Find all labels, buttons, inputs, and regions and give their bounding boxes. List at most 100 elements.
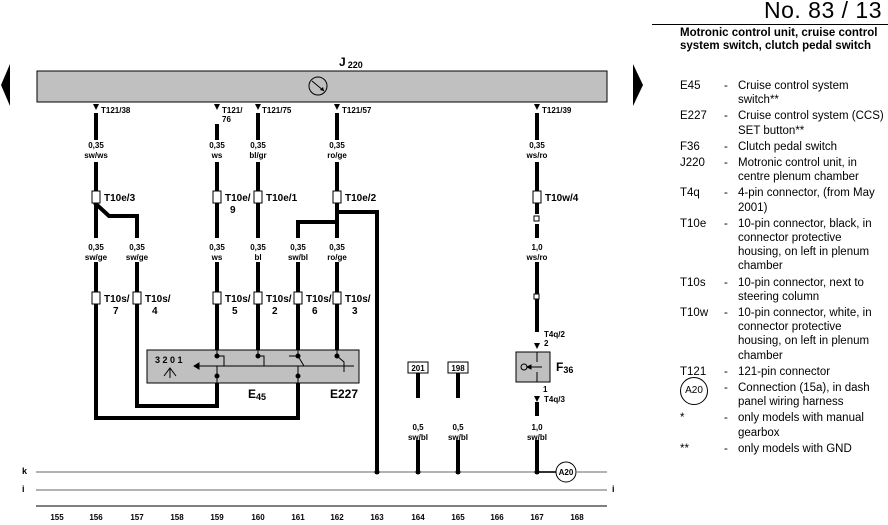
svg-text:163: 163 bbox=[370, 513, 384, 522]
legend-entry: T121-121-pin connector bbox=[680, 365, 831, 378]
t10e-connectors bbox=[91, 190, 542, 222]
component-f36-label: F36 bbox=[556, 360, 573, 375]
connection-a20-circle bbox=[555, 461, 577, 483]
legend-entry: F36-Clutch pedal switch bbox=[680, 140, 838, 153]
svg-text:161: 161 bbox=[291, 513, 305, 522]
previous-page-arrow[interactable] bbox=[1, 64, 10, 106]
legend-panel: No. 83 / 13 Motronic control unit, cruis… bbox=[652, 0, 888, 525]
legend-title: Motronic control unit, cruise control sy… bbox=[680, 27, 878, 53]
svg-text:ws: ws bbox=[211, 151, 223, 160]
svg-text:0,35: 0,35 bbox=[250, 141, 266, 150]
svg-text:T10s/: T10s/ bbox=[145, 294, 171, 305]
t121-pins: T121/38 T121/ 76 T121/75 T121/57 T121/39 bbox=[93, 104, 572, 124]
svg-text:sw/ge: sw/ge bbox=[85, 253, 108, 262]
svg-text:T10s/: T10s/ bbox=[104, 294, 130, 305]
t4q-2-arrow bbox=[534, 343, 540, 349]
svg-text:T121/: T121/ bbox=[222, 106, 243, 115]
t10s-connectors bbox=[91, 291, 540, 305]
legend-entry: T10s-10-pin connector, next to steering … bbox=[680, 276, 864, 303]
reference-box-198[interactable] bbox=[447, 361, 469, 374]
svg-text:165: 165 bbox=[451, 513, 465, 522]
svg-text:0,35: 0,35 bbox=[209, 243, 225, 252]
wires bbox=[93, 113, 539, 474]
svg-text:T121/75: T121/75 bbox=[262, 106, 292, 115]
svg-text:sw/ws: sw/ws bbox=[84, 151, 108, 160]
legend-entries: E45-Cruise control system switch** E227-… bbox=[680, 79, 886, 458]
svg-text:ws: ws bbox=[211, 253, 223, 262]
svg-text:3: 3 bbox=[352, 306, 358, 317]
legend-entry: A20-Connection (15a), in dash panel wiri… bbox=[680, 377, 886, 409]
svg-text:157: 157 bbox=[130, 513, 144, 522]
svg-text:bl: bl bbox=[254, 253, 261, 262]
legend-entry: T4q-4-pin connector, (from May 2001) bbox=[680, 187, 875, 214]
svg-text:2: 2 bbox=[544, 339, 549, 348]
svg-text:ws/ro: ws/ro bbox=[526, 253, 548, 262]
control-unit-symbol-icon bbox=[308, 76, 328, 96]
svg-text:1: 1 bbox=[543, 385, 548, 394]
track-numbers: 155 156 157 158 159 160 161 162 163 164 … bbox=[50, 513, 584, 522]
svg-text:T10s/: T10s/ bbox=[225, 294, 251, 305]
legend-entry: **-only models with GND bbox=[680, 442, 852, 455]
svg-text:2: 2 bbox=[272, 306, 278, 317]
svg-text:162: 162 bbox=[330, 513, 344, 522]
legend-entry: E227-Cruise control system (CCS) SET but… bbox=[680, 110, 884, 137]
svg-text:ro/ge: ro/ge bbox=[327, 253, 347, 262]
legend-entry: E45-Cruise control system switch** bbox=[680, 80, 849, 107]
svg-text:158: 158 bbox=[170, 513, 184, 522]
svg-text:sw/bl: sw/bl bbox=[448, 433, 468, 442]
svg-text:167: 167 bbox=[530, 513, 544, 522]
svg-text:sw/bl: sw/bl bbox=[288, 253, 308, 262]
svg-text:bl/gr: bl/gr bbox=[249, 151, 266, 160]
control-unit-j220-box bbox=[36, 70, 608, 103]
svg-text:T10s/: T10s/ bbox=[266, 294, 292, 305]
component-e227-label: E227 bbox=[330, 387, 358, 401]
svg-text:T121/38: T121/38 bbox=[101, 106, 131, 115]
svg-text:0,35: 0,35 bbox=[250, 243, 266, 252]
bus-k-label: k bbox=[22, 466, 28, 476]
legend-entry: T10w-10-pin connector, white, in connect… bbox=[680, 307, 872, 362]
reference-201-text: 201 bbox=[411, 364, 425, 373]
t4q-labels: T4q/2 2 1 T4q/3 bbox=[543, 330, 565, 404]
svg-text:T10e/3: T10e/3 bbox=[104, 193, 136, 204]
switch-position-numbers: 3 2 0 1 bbox=[155, 355, 183, 365]
svg-text:76: 76 bbox=[222, 115, 231, 124]
svg-text:T4q/3: T4q/3 bbox=[544, 395, 565, 404]
svg-text:ro/ge: ro/ge bbox=[327, 151, 347, 160]
svg-text:T10s/: T10s/ bbox=[345, 294, 371, 305]
svg-text:T10e/2: T10e/2 bbox=[345, 193, 377, 204]
svg-text:159: 159 bbox=[210, 513, 224, 522]
next-page-arrow[interactable] bbox=[633, 64, 643, 106]
svg-text:T121/39: T121/39 bbox=[542, 106, 572, 115]
svg-text:T4q/2: T4q/2 bbox=[544, 330, 565, 339]
svg-text:T10s/: T10s/ bbox=[306, 294, 332, 305]
svg-text:1,0: 1,0 bbox=[531, 243, 543, 252]
svg-text:sw/bl: sw/bl bbox=[527, 433, 547, 442]
legend-entry: T10e-10-pin connector, black, in connect… bbox=[680, 217, 872, 273]
svg-text:155: 155 bbox=[50, 513, 64, 522]
svg-text:164: 164 bbox=[411, 513, 425, 522]
svg-text:0,35: 0,35 bbox=[209, 141, 225, 150]
svg-text:156: 156 bbox=[89, 513, 103, 522]
reference-box-201[interactable] bbox=[407, 361, 429, 374]
t10e-labels: T10e/3 T10e/ 9 T10e/1 T10e/2 T10w/4 bbox=[104, 193, 579, 216]
svg-text:ws/ro: ws/ro bbox=[526, 151, 548, 160]
svg-text:9: 9 bbox=[230, 205, 236, 216]
t10s-labels: T10s/ 7 T10s/ 4 T10s/ 5 T10s/ 2 T10s/ 6 … bbox=[104, 294, 371, 317]
bus-i-label-right: i bbox=[612, 484, 615, 494]
bus-lines bbox=[36, 469, 607, 491]
svg-text:0,5: 0,5 bbox=[412, 423, 424, 432]
svg-text:T10e/1: T10e/1 bbox=[266, 193, 298, 204]
component-e45-label: E45 bbox=[248, 387, 266, 402]
svg-text:0,35: 0,35 bbox=[329, 243, 345, 252]
svg-text:166: 166 bbox=[490, 513, 504, 522]
svg-text:T121/57: T121/57 bbox=[342, 106, 372, 115]
svg-text:0,35: 0,35 bbox=[529, 141, 545, 150]
svg-text:5: 5 bbox=[232, 306, 238, 317]
page-number: No. 83 / 13 bbox=[763, 0, 882, 23]
bus-i-label-left: i bbox=[22, 484, 25, 494]
legend-entry: J220-Motronic control unit, in centre pl… bbox=[680, 157, 859, 184]
svg-text:160: 160 bbox=[251, 513, 265, 522]
svg-text:6: 6 bbox=[312, 306, 318, 317]
